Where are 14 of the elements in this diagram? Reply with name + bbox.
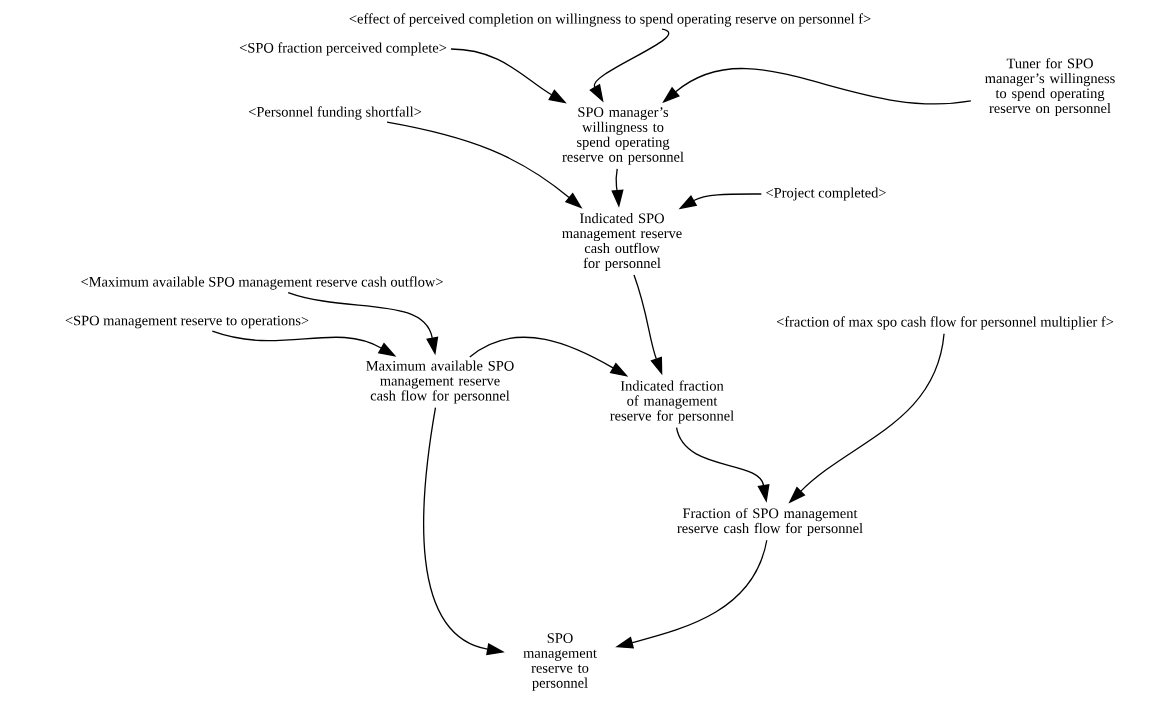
variable-label: SPO management reserve to personnel (523, 633, 597, 691)
shadow-variable-label: <fraction of max spo cash flow for personnel multiplier f> (776, 316, 1114, 330)
shadow-variable-label: <effect of perceived completion on willingness to spend operating reserve on personnel f> (349, 13, 871, 27)
shadow-variable-label: <Personnel funding shortfall> (248, 106, 422, 120)
variable-label: Indicated SPO management reserve cash outflow for personnel (562, 213, 682, 271)
variable-label: Fraction of SPO management reserve cash flow for personnel (677, 507, 863, 537)
shadow-variable-label: <SPO fraction perceived complete> (239, 42, 447, 56)
shadow-variable-label: <Project completed> (766, 187, 886, 201)
variable-label: Maximum available SPO management reserve cash flow for personnel (366, 360, 514, 404)
shadow-variable-label: <Maximum available SPO management reserve cash outflow> (81, 276, 443, 290)
variable-label: SPO manager’s willingness to spend operating reserve on personnel (562, 107, 684, 165)
shadow-variable-label: <SPO management reserve to operations> (65, 315, 309, 329)
variable-label: Indicated fraction of management reserve for personnel (610, 380, 734, 424)
variable-label: Tuner for SPO manager’s willingness to spend operating reserve on personnel (985, 57, 1115, 117)
